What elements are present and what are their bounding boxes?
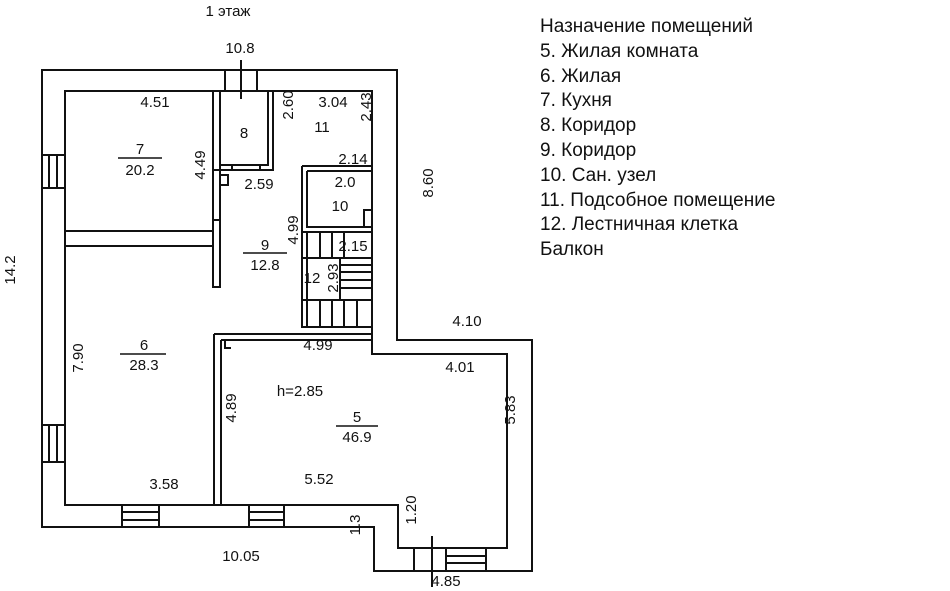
partition-7-9 xyxy=(212,91,221,288)
legend-item: 11. Подсобное помещение xyxy=(540,189,776,211)
walls xyxy=(41,60,533,587)
room-7-area: 20.2 xyxy=(125,162,154,179)
dim-bottom-right: 4.85 xyxy=(431,573,460,590)
room7-bottom-wall xyxy=(65,230,213,247)
room-7-number: 7 xyxy=(136,141,144,158)
dim-4-99-a: 4.99 xyxy=(285,215,302,244)
window-left-upper xyxy=(42,154,65,189)
dim-4-01: 4.01 xyxy=(445,359,474,376)
dim-2-14: 2.14 xyxy=(338,151,367,168)
legend-item: 10. Сан. узел xyxy=(540,164,657,186)
window-bottom-2 xyxy=(248,505,285,527)
window-bottom-right xyxy=(413,548,487,571)
room-9-number: 9 xyxy=(261,237,269,254)
area-fraction-lines xyxy=(118,157,378,427)
dim-2-0: 2.0 xyxy=(335,174,356,191)
dim-right: 8.60 xyxy=(420,168,437,197)
dim-bottom: 10.05 xyxy=(222,548,260,565)
room5-top-wall xyxy=(213,333,373,505)
dim-4-51: 4.51 xyxy=(140,94,169,111)
dim-2-43: 2.43 xyxy=(358,92,375,121)
dim-left: 14.2 xyxy=(2,255,19,284)
room-9-area: 12.8 xyxy=(250,257,279,274)
room-legend: Назначение помещений 5. Жилая комната 6.… xyxy=(540,15,775,263)
outer-wall xyxy=(41,69,533,572)
legend-item: 12. Лестничная клетка xyxy=(540,214,739,236)
dim-3-58: 3.58 xyxy=(149,476,178,493)
room-6-number: 6 xyxy=(140,337,148,354)
legend-item: 6. Жилая xyxy=(540,65,622,87)
window-top xyxy=(224,70,258,91)
room-5-number: 5 xyxy=(353,409,361,426)
legend-item: 7. Кухня xyxy=(540,90,612,112)
room-8-number: 8 xyxy=(240,125,248,142)
room8-walls xyxy=(219,91,274,186)
dim-top: 10.8 xyxy=(225,40,254,57)
window-bottom-1 xyxy=(121,505,160,527)
legend-title: Назначение помещений xyxy=(540,16,754,37)
dim-2-59: 2.59 xyxy=(244,176,273,193)
legend-item: Балкон xyxy=(540,239,604,261)
room-5-area: 46.9 xyxy=(342,429,371,446)
window-left-lower xyxy=(42,424,65,463)
dim-4-49: 4.49 xyxy=(192,150,209,179)
dim-5-52: 5.52 xyxy=(304,471,333,488)
legend-item: 8. Коридор xyxy=(540,115,637,137)
dim-1-3: 1.3 xyxy=(347,515,364,536)
floor-title: 1 этаж xyxy=(206,3,251,20)
dim-2-15: 2.15 xyxy=(338,238,367,255)
dim-1-20: 1.20 xyxy=(403,495,420,524)
dim-4-10: 4.10 xyxy=(452,313,481,330)
room-10-number: 10 xyxy=(332,198,349,215)
ceiling-height: h=2.85 xyxy=(277,383,323,400)
dim-5-83: 5.83 xyxy=(502,395,519,424)
stairs xyxy=(301,232,372,328)
room-12-number: 12 xyxy=(304,270,321,287)
dim-7-90: 7.90 xyxy=(70,343,87,372)
legend-item: 5. Жилая комната xyxy=(540,40,699,62)
dim-3-04: 3.04 xyxy=(318,94,347,111)
inner-wall xyxy=(64,90,508,549)
dim-4-89: 4.89 xyxy=(223,393,240,422)
legend-item: 9. Коридор xyxy=(540,139,637,161)
dim-2-60: 2.60 xyxy=(280,90,297,119)
dim-2-93: 2.93 xyxy=(325,263,342,292)
dim-4-99-b: 4.99 xyxy=(303,337,332,354)
room-6-area: 28.3 xyxy=(129,357,158,374)
room-11-number: 11 xyxy=(314,119,330,136)
